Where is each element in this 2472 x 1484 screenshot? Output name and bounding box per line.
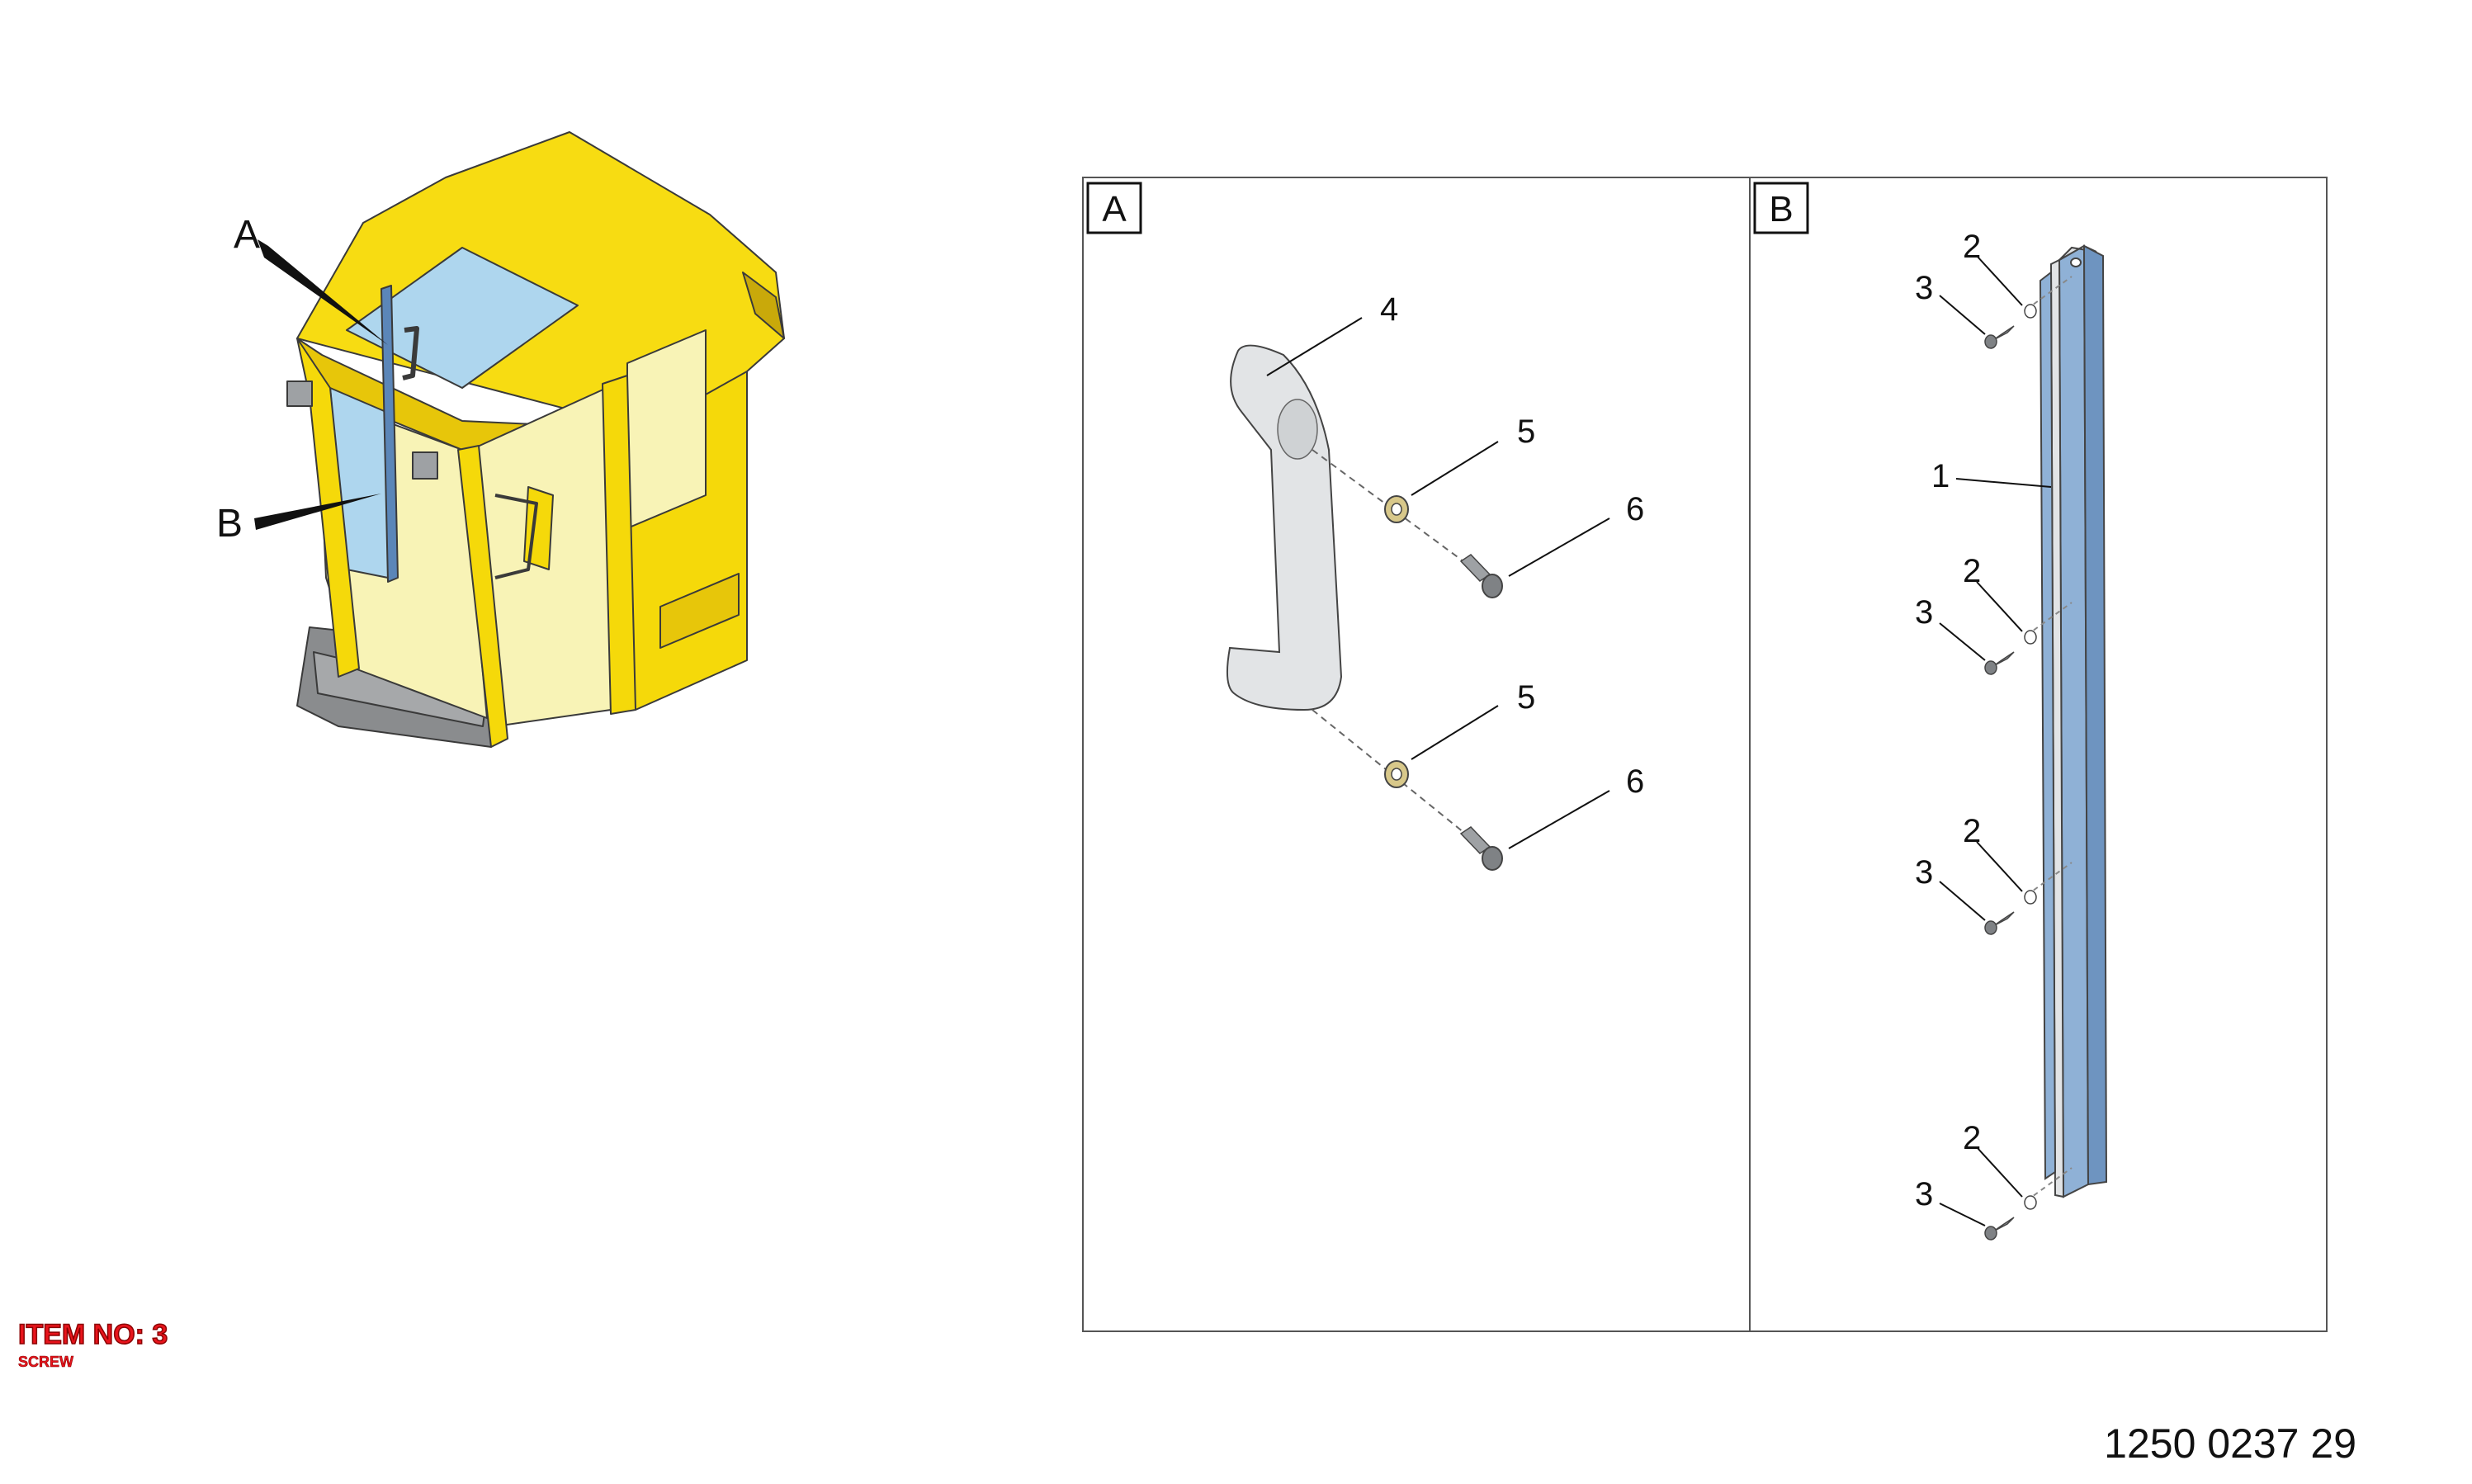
screw-top [1459, 554, 1503, 598]
svg-text:2: 2 [1963, 553, 1981, 589]
cab-work-lamp [286, 380, 313, 407]
svg-text:3: 3 [1915, 854, 1933, 891]
fastener-group-4: 2 3 [1915, 1120, 2073, 1241]
callout-a-leader [258, 239, 388, 345]
fastener-group-1: 2 3 [1915, 229, 2073, 349]
panel-b-tag: B [1753, 182, 1809, 234]
svg-text:2: 2 [1963, 813, 1981, 849]
grab-handle [1226, 344, 1343, 711]
cab-overview [286, 131, 785, 748]
document-number: 1250 0237 29 [2104, 1420, 2356, 1467]
label-screw-bottom: 6 [1626, 763, 1644, 800]
item-number-label: ITEM NO: 3 [17, 1318, 168, 1351]
detail-b: 1 2 3 2 3 2 [1915, 229, 2108, 1241]
svg-text:3: 3 [1915, 270, 1933, 306]
overview-callouts: A B [216, 213, 388, 546]
callout-b-leader [254, 494, 381, 530]
fastener-group-2: 2 3 [1915, 553, 2073, 675]
item-name-label: SCREW [18, 1354, 74, 1371]
svg-text:B: B [1769, 189, 1793, 229]
label-handle: 4 [1380, 291, 1398, 328]
callout-b-label: B [216, 502, 243, 546]
fastener-group-3: 2 3 [1915, 813, 2073, 935]
detail-a: 4 5 6 5 6 [1226, 291, 1644, 871]
svg-text:3: 3 [1915, 594, 1933, 631]
panel-a-tag: A [1086, 182, 1142, 234]
label-rail: 1 [1931, 458, 1950, 494]
label-washer-bottom: 5 [1517, 679, 1535, 716]
cab-rail-b [380, 285, 399, 583]
label-washer-top: 5 [1517, 414, 1535, 450]
svg-text:2: 2 [1963, 1120, 1981, 1156]
label-screw-top: 6 [1626, 491, 1644, 527]
svg-text:3: 3 [1915, 1176, 1933, 1212]
svg-text:2: 2 [1963, 229, 1981, 265]
svg-text:A: A [1102, 189, 1127, 229]
cab-handle-a [402, 326, 419, 380]
screw-bottom [1459, 826, 1503, 871]
guide-rail [2039, 244, 2108, 1198]
callout-a-label: A [234, 213, 260, 257]
detail-frame [1082, 177, 2328, 1332]
